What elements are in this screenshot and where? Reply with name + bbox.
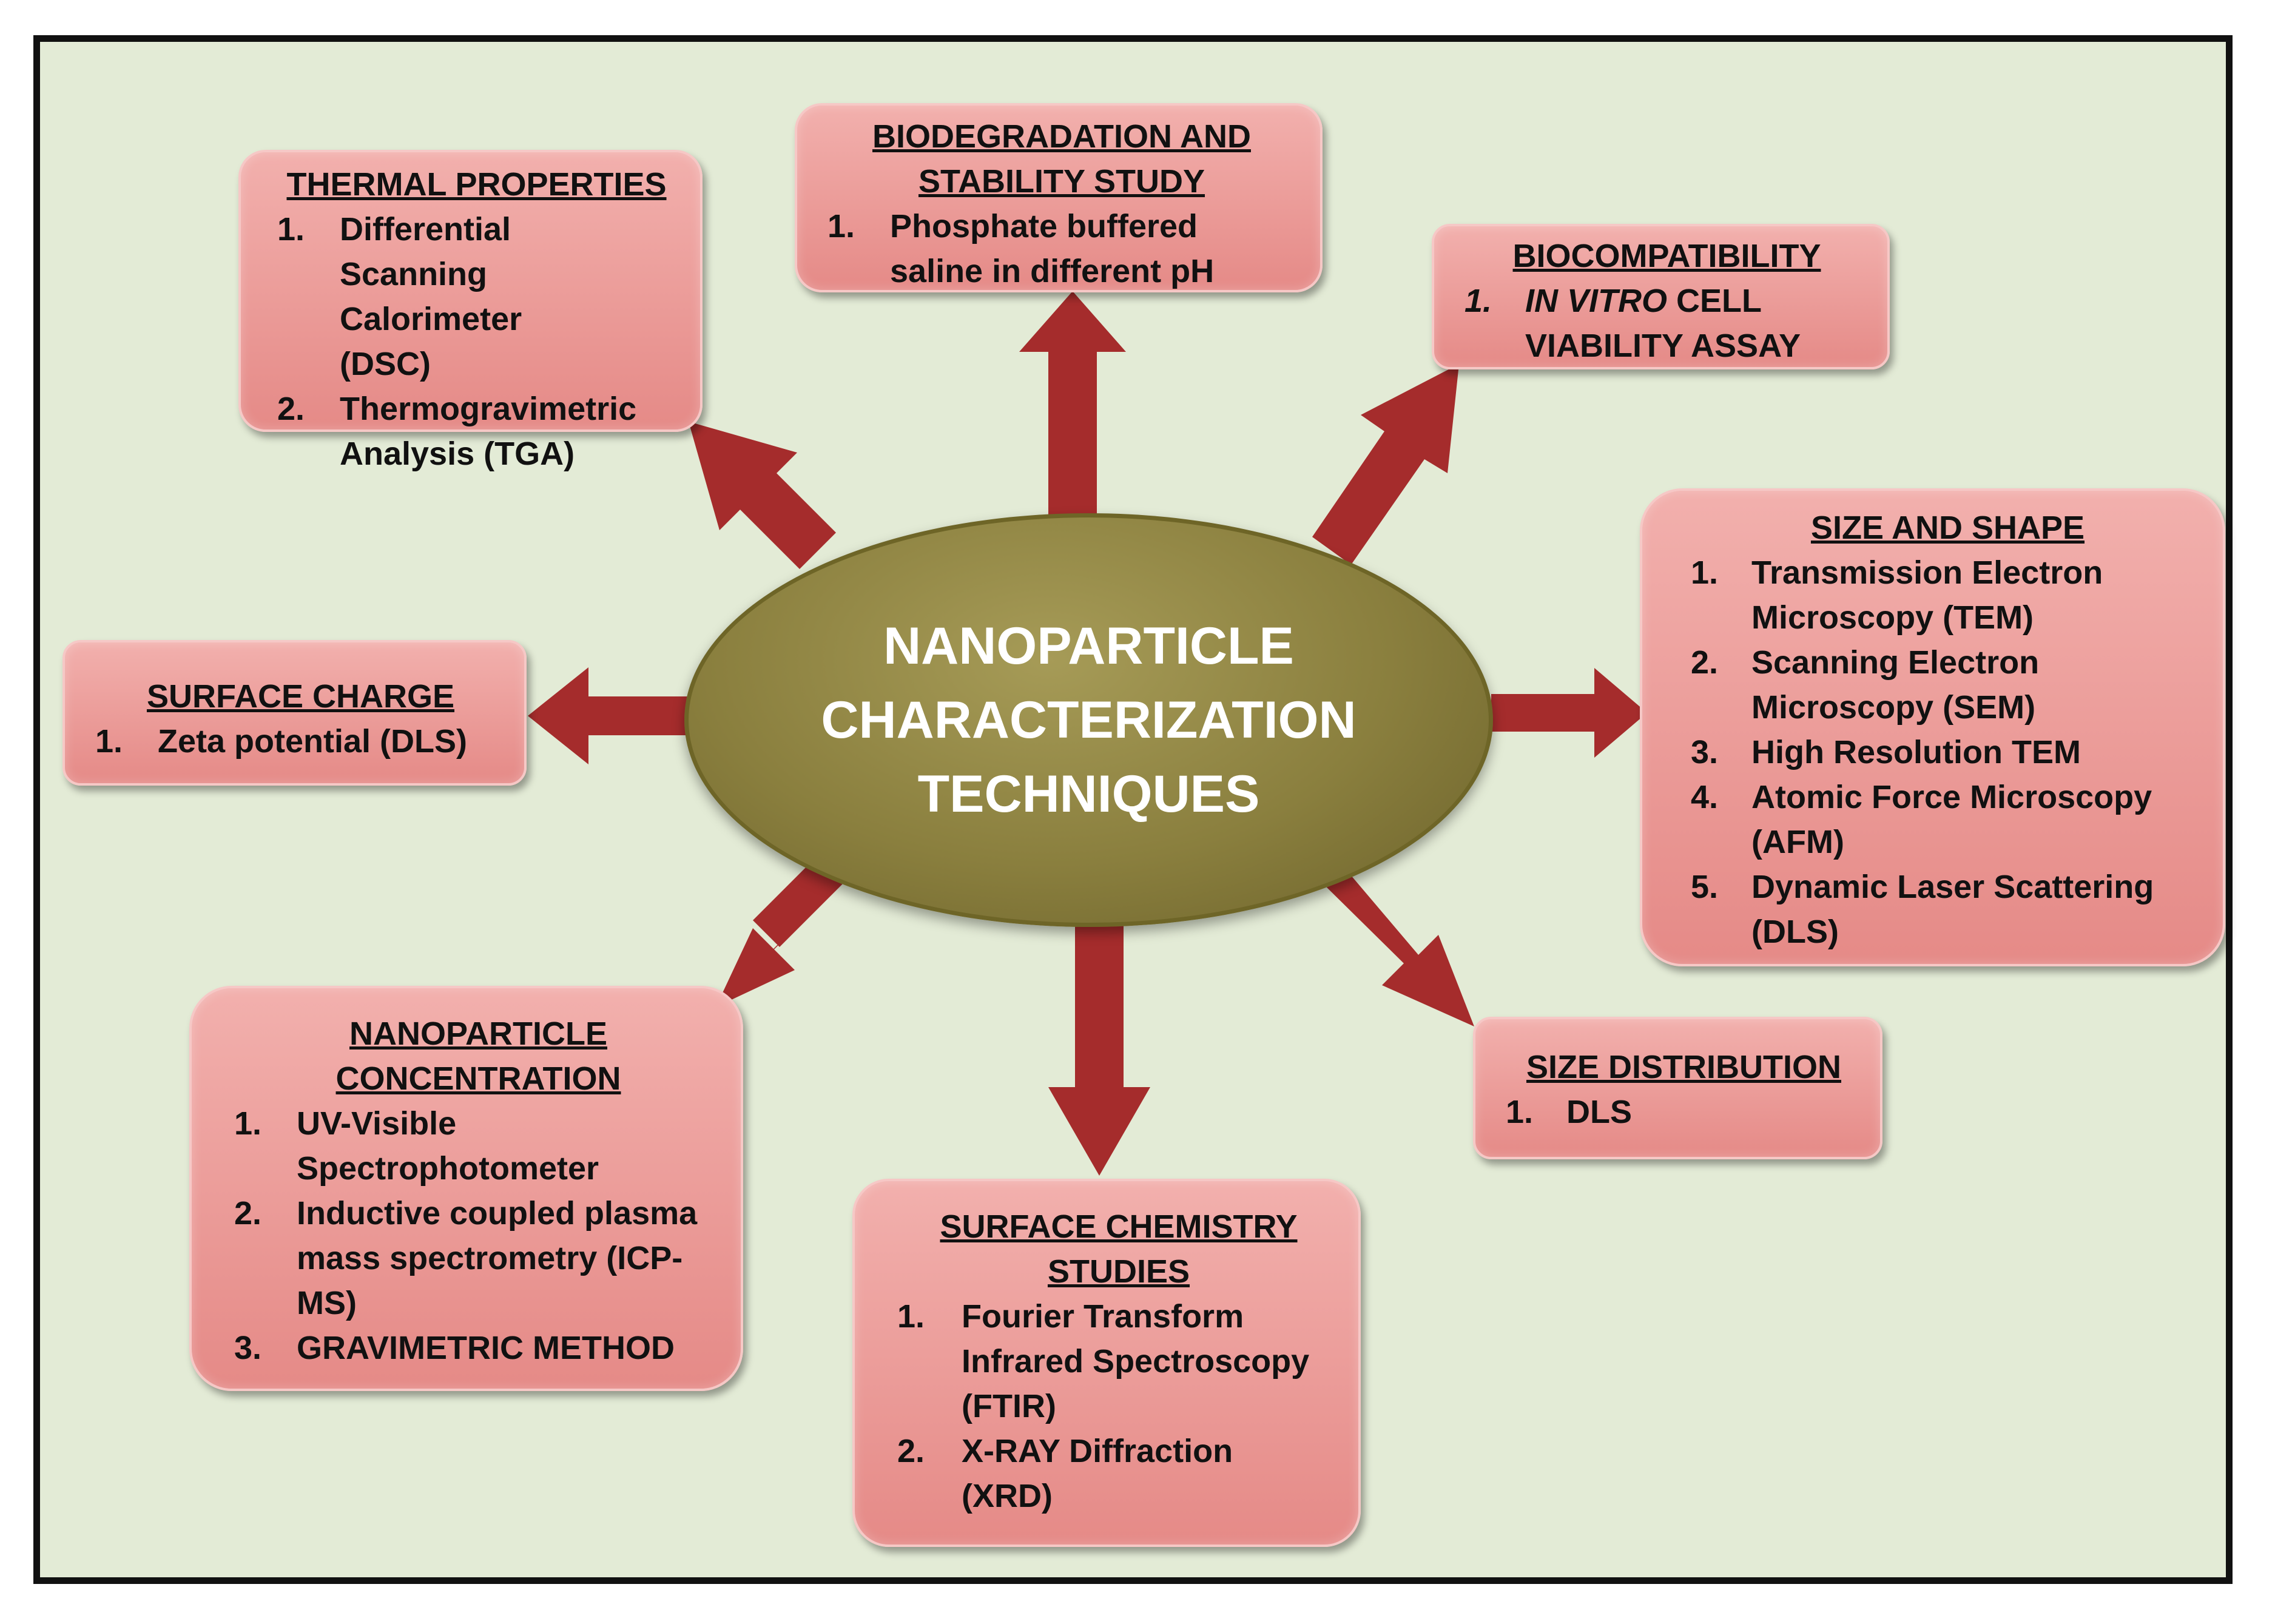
box-title: BIOCOMPATIBILITY [1512, 238, 1821, 274]
box-title: BIODEGRADATION AND STABILITY STUDY [827, 114, 1296, 204]
list-item: 2. Inductive coupled plasma mass spectro… [234, 1191, 723, 1326]
thermal-properties-box: THERMAL PROPERTIES 1. Differential Scann… [238, 150, 703, 472]
item-number: 2. [897, 1433, 925, 1469]
surface-chemistry-box: SURFACE CHEMISTRY STUDIES 1. Fourier Tra… [852, 1179, 1361, 1547]
biodegradation-box: BIODEGRADATION AND STABILITY STUDY 1. Ph… [795, 103, 1323, 292]
list-item: 1. Differential Scanning Calorimeter (DS… [277, 207, 676, 386]
arrow-to-thermal [689, 422, 836, 569]
item-text: Phosphate buffered saline in different p… [890, 208, 1215, 289]
size-and-shape-box: SIZE AND SHAPE 1. Transmission Electron … [1640, 488, 2225, 966]
item-text: DLS [1566, 1094, 1632, 1130]
item-number: 2. [234, 1195, 262, 1231]
box-title-line: NANOPARTICLE [349, 1016, 607, 1052]
item-text: Fourier Transform Infrared Spectroscopy … [962, 1298, 1310, 1424]
central-topic-line: TECHNIQUES [917, 765, 1260, 823]
box-title-line: SURFACE CHEMISTRY [940, 1208, 1298, 1245]
central-topic-line: NANOPARTICLE [883, 617, 1294, 675]
item-number: 2. [277, 391, 305, 427]
box-title: NANOPARTICLE CONCENTRATION [234, 1011, 723, 1101]
list-item: 1. IN VITRO CELL VIABILITY ASSAY [1464, 278, 1869, 368]
list-item: 1. Transmission Electron Microscopy (TEM… [1691, 550, 2205, 640]
item-number: 1. [1506, 1094, 1534, 1130]
list-item: 2. Scanning Electron Microscopy (SEM) [1691, 640, 2205, 730]
item-number: 4. [1691, 779, 1719, 815]
technique-list: 1. Differential Scanning Calorimeter (DS… [277, 207, 676, 476]
item-number: 1. [1691, 554, 1719, 591]
box-title: SIZE DISTRIBUTION [1526, 1049, 1841, 1085]
item-number: 5. [1691, 869, 1719, 905]
item-number: 3. [1691, 734, 1719, 770]
item-number: 1. [1464, 283, 1492, 319]
box-title-line: STABILITY STUDY [918, 163, 1205, 200]
item-text: Scanning Electron Microscopy (SEM) [1751, 644, 2040, 726]
item-number: 1. [234, 1105, 262, 1142]
item-text: GRAVIMETRIC METHOD [297, 1330, 675, 1366]
arrow-to-biodegradation [1019, 291, 1126, 516]
nanoparticle-concentration-box: NANOPARTICLE CONCENTRATION 1. UV-Visible… [189, 986, 743, 1391]
item-text: Transmission Electron Microscopy (TEM) [1751, 554, 2103, 636]
list-item: 1. Fourier Transform Infrared Spectrosco… [897, 1294, 1340, 1429]
item-text-italic: IN VITRO [1525, 283, 1668, 319]
item-number: 2. [1691, 644, 1719, 681]
item-number: 1. [277, 211, 305, 248]
technique-list: 1. Fourier Transform Infrared Spectrosco… [897, 1294, 1340, 1518]
item-text: Differential Scanning Calorimeter (DSC) [340, 211, 522, 382]
technique-list: 1. Transmission Electron Microscopy (TEM… [1691, 550, 2205, 954]
item-number: 3. [234, 1330, 262, 1366]
technique-list: 1. Zeta potential (DLS) [95, 719, 506, 764]
size-distribution-box: SIZE DISTRIBUTION 1. DLS [1473, 1017, 1882, 1159]
item-text: X-RAY Diffraction (XRD) [962, 1433, 1233, 1514]
box-title: SIZE AND SHAPE [1810, 510, 2085, 546]
list-item: 4. Atomic Force Microscopy (AFM) [1691, 775, 2205, 864]
item-text: Atomic Force Microscopy (AFM) [1751, 779, 2152, 860]
list-item: 5. Dynamic Laser Scattering (DLS) [1691, 864, 2205, 954]
list-item: 1. Zeta potential (DLS) [95, 719, 506, 764]
list-item: 1. Phosphate buffered saline in differen… [827, 204, 1296, 294]
arrow-to-biocompatibility [1312, 364, 1459, 565]
item-number: 1. [897, 1298, 925, 1335]
box-title: THERMAL PROPERTIES [286, 166, 667, 203]
item-text: Dynamic Laser Scattering (DLS) [1751, 869, 2154, 950]
technique-list: 1. IN VITRO CELL VIABILITY ASSAY [1464, 278, 1869, 368]
arrow-to-surface-chemistry [1048, 925, 1150, 1176]
item-text: High Resolution TEM [1751, 734, 2081, 770]
surface-charge-box: SURFACE CHARGE 1. Zeta potential (DLS) [62, 640, 527, 786]
box-title-line: CONCENTRATION [335, 1060, 621, 1097]
list-item: 1. DLS [1506, 1090, 1862, 1134]
item-number: 1. [95, 723, 123, 760]
arrow-to-size-distribution [1319, 859, 1474, 1026]
box-title: SURFACE CHARGE [146, 678, 455, 715]
technique-list: 1. UV-Visible Spectrophotometer 2. Induc… [234, 1101, 723, 1370]
list-item: 3. High Resolution TEM [1691, 730, 2205, 775]
list-item: 2. Thermogravimetric Analysis (TGA) [277, 386, 676, 476]
list-item: 1. UV-Visible Spectrophotometer [234, 1101, 723, 1191]
arrow-to-surface-charge [528, 667, 687, 764]
biocompatibility-box: BIOCOMPATIBILITY 1. IN VITRO CELL VIABIL… [1432, 224, 1890, 369]
item-text: Thermogravimetric Analysis (TGA) [340, 391, 637, 472]
technique-list: 1. Phosphate buffered saline in differen… [827, 204, 1296, 294]
arrow-to-size-shape [1491, 668, 1647, 758]
item-text: Zeta potential (DLS) [158, 723, 467, 760]
central-topic-ellipse: NANOPARTICLE CHARACTERIZATION TECHNIQUES [684, 513, 1493, 927]
item-text: IN VITRO CELL VIABILITY ASSAY [1525, 278, 1841, 368]
list-item: 3. GRAVIMETRIC METHOD [234, 1326, 723, 1370]
central-topic-line: CHARACTERIZATION [821, 691, 1357, 749]
central-topic-title: NANOPARTICLE CHARACTERIZATION TECHNIQUES [821, 609, 1356, 831]
box-title: SURFACE CHEMISTRY STUDIES [897, 1204, 1340, 1294]
item-text: Inductive coupled plasma mass spectromet… [297, 1195, 698, 1321]
list-item: 2. X-RAY Diffraction (XRD) [897, 1429, 1340, 1518]
item-text-rest: CELL VIABILITY ASSAY [1525, 283, 1801, 364]
box-title-line: BIODEGRADATION AND [872, 118, 1251, 155]
technique-list: 1. DLS [1506, 1090, 1862, 1134]
item-number: 1. [827, 208, 855, 244]
box-title-line: STUDIES [1047, 1253, 1190, 1290]
item-text: UV-Visible Spectrophotometer [297, 1105, 599, 1187]
